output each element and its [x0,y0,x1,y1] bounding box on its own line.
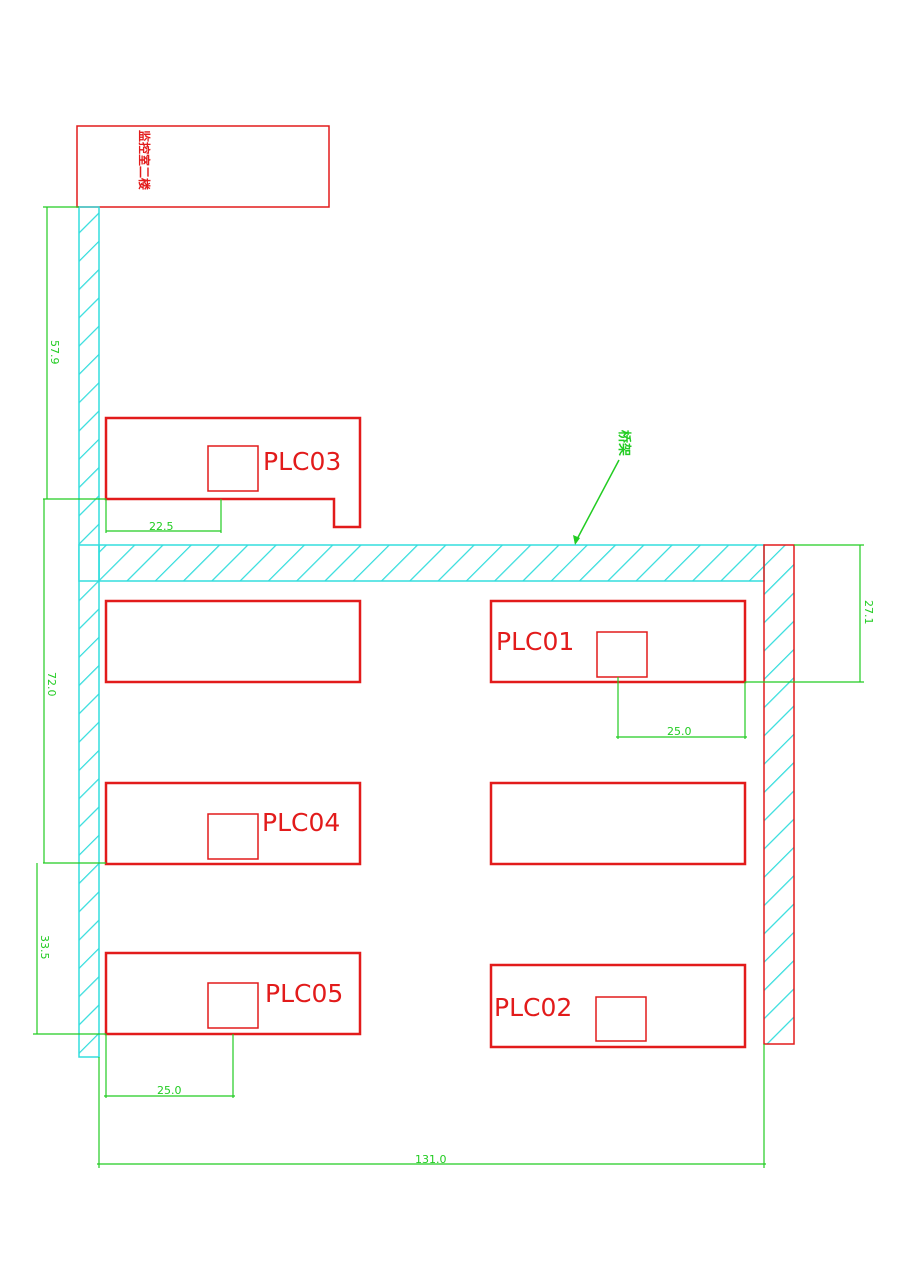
dim-33-5: 33.5 [38,935,51,960]
cabinet-row2-left [104,599,362,684]
plc03-label: PLC03 [263,447,341,476]
control-room: 监控室二楼 [76,125,330,208]
dim-25-0-left: 25.0 [157,1084,182,1097]
plc03-box [207,445,259,492]
cabinet-row3-right [489,781,747,866]
tray-label: 桥架 [616,430,632,456]
plc01-box [596,631,648,678]
tray-callout: 桥架 [573,430,632,545]
dim-57-9: 57.9 [48,340,61,365]
cabinet-plc04: PLC04 [104,781,362,866]
cable-tray-horizontal [98,544,765,582]
dimension-lines [33,206,864,1168]
dim-25-0-right: 25.0 [667,725,692,738]
cabinet-plc02: PLC02 [489,963,747,1049]
control-room-label: 监控室二楼 [137,130,152,190]
dim-22-5: 22.5 [149,520,174,533]
cabinet-plc01: PLC01 [489,599,747,684]
cabinet-plc05: PLC05 [104,951,362,1036]
plc05-box [207,982,259,1029]
plc05-label: PLC05 [265,979,343,1008]
cable-tray-left [78,206,100,1058]
plc02-label: PLC02 [494,993,572,1022]
plc02-box [595,996,647,1042]
plc04-box [207,813,259,860]
cabinet-plc03: PLC03 [104,416,362,529]
dim-27-1: 27.1 [862,600,875,625]
plc04-label: PLC04 [262,808,340,837]
dim-72-0: 72.0 [45,672,58,697]
dim-131-0: 131.0 [415,1153,447,1166]
cable-tray-right [763,544,795,1045]
plc01-label: PLC01 [496,627,574,656]
